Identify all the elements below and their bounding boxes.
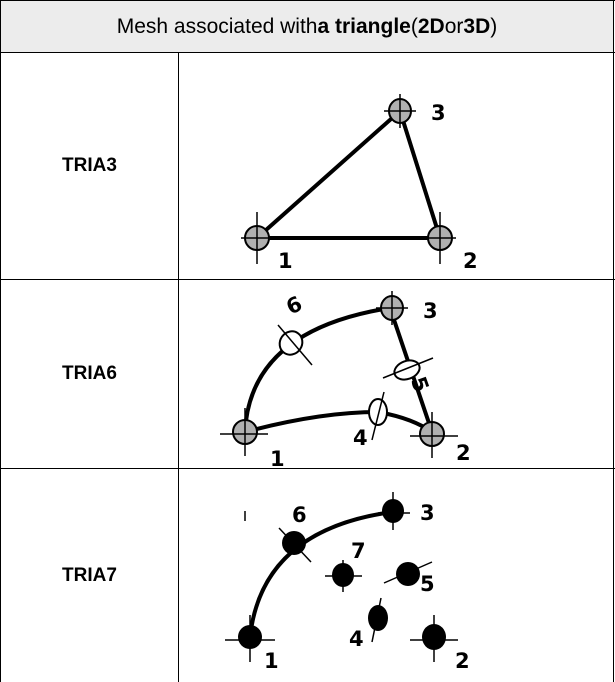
tria7-node-7: [325, 560, 362, 592]
tria6-mesh-figure: 1 2 3 4 5 6: [220, 291, 471, 468]
header-text-1: Mesh associated with: [116, 14, 318, 38]
tria7-node-label-4: 4: [349, 627, 364, 651]
tria3-node-label-3: 3: [431, 101, 446, 125]
tria7-node-3: [378, 492, 410, 530]
tria6-node-label-6: 6: [282, 291, 305, 319]
tria6-edge-bottom: [243, 409, 434, 434]
tria6-node-label-4: 4: [353, 426, 368, 450]
tria6-node-3: [376, 291, 408, 325]
tria7-node-label-1: 1: [264, 649, 279, 673]
tria3-node-2: [424, 212, 456, 264]
tria7-node-2: [410, 615, 458, 662]
header-text-4: ): [490, 14, 498, 38]
tria3-node-1: [241, 212, 273, 264]
header-divider: [0, 52, 615, 53]
column-divider: [178, 52, 179, 682]
table-border-top: [0, 0, 615, 1]
row-label-tria7: TRIA7: [62, 564, 117, 586]
table-border-left: [0, 0, 1, 682]
tria7-node-label-6: 6: [292, 503, 307, 527]
header-bold-3d: 3D: [463, 14, 491, 38]
tria7-node-6: [278, 527, 312, 563]
tria3-edge-23: [398, 109, 442, 240]
tria7-node-4: [368, 597, 388, 643]
tria3-node-label-1: 1: [278, 249, 293, 273]
tria6-node-6: [277, 324, 313, 366]
tria6-node-label-2: 2: [456, 441, 471, 465]
tria7-node-label-7: 7: [351, 539, 366, 563]
tria3-edge-31: [255, 109, 402, 240]
row-label-tria3: TRIA3: [62, 155, 117, 176]
tria6-node-2: [410, 412, 458, 458]
tria7-mesh-figure: 1 2 3 4 5 6 7: [225, 492, 470, 673]
tria6-node-1: [220, 408, 268, 456]
header-bold-2d: 2D: [417, 14, 445, 38]
tria7-node-5: [383, 561, 433, 586]
row-divider: [0, 279, 615, 280]
tria7-node-1: [225, 615, 275, 662]
row-divider: [0, 468, 615, 469]
header-bold-triangle: a triangle: [317, 14, 411, 38]
tria6-node-label-3: 3: [423, 299, 438, 323]
tria6-node-5: [382, 357, 434, 381]
table-border-right: [613, 0, 614, 682]
tria7-node-label-3: 3: [420, 501, 435, 525]
tria3-node-3: [384, 94, 416, 128]
tria7-node-label-5: 5: [420, 572, 435, 596]
tria7-node-label-2: 2: [455, 649, 470, 673]
tria3-node-label-2: 2: [463, 249, 478, 273]
tria6-node-4: [368, 391, 388, 441]
tria3-mesh-figure: 1 2 3: [241, 94, 478, 273]
header-text-2: (: [410, 14, 418, 38]
tria6-node-label-1: 1: [270, 447, 285, 468]
table-header: Mesh associated with a triangle ( 2D or …: [1, 1, 613, 52]
header-text-3: or: [444, 14, 464, 38]
row-label-tria6: TRIA6: [62, 363, 117, 384]
